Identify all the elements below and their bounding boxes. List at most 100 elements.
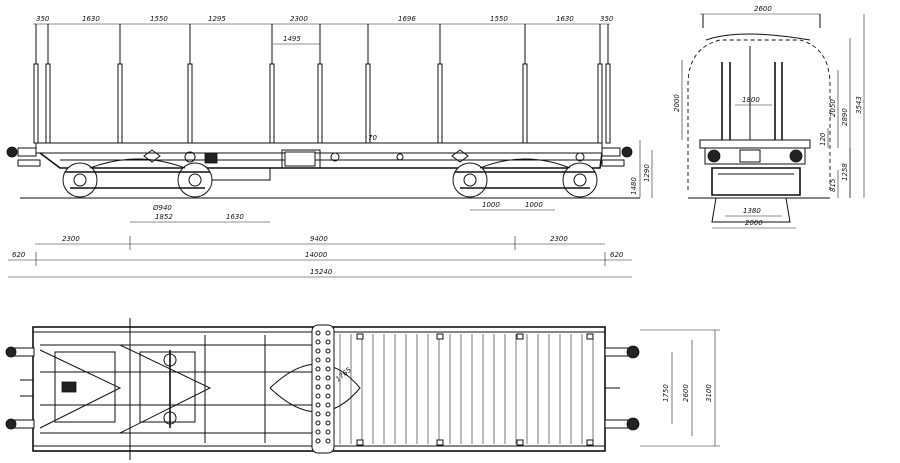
mid-bracket — [281, 149, 321, 169]
hole-end — [575, 152, 585, 162]
top-dim: 1550 — [150, 15, 168, 23]
bolt-hole — [315, 330, 321, 336]
dim-under-1: 1852 — [155, 213, 173, 221]
bolt-hole — [325, 357, 331, 363]
stake-socket — [516, 333, 524, 340]
wheel-dim: Ø940 — [152, 204, 172, 212]
load-top — [705, 33, 811, 41]
plan-dim-3: 3100 — [705, 384, 713, 402]
bolt-hole — [325, 393, 331, 399]
axle-hub — [73, 173, 87, 187]
stake-pocket — [317, 63, 323, 144]
solebar-top — [35, 142, 603, 154]
stake-socket — [586, 333, 594, 340]
plan-buffers-left — [5, 346, 35, 430]
end-coupler — [739, 149, 761, 163]
dim-under-2: 1630 — [226, 213, 244, 221]
end-buffer-left — [707, 149, 721, 163]
end-height-dim: 2890 — [841, 108, 849, 126]
bolt-hole — [325, 438, 331, 444]
bogie-spring — [479, 158, 571, 169]
end-height-dim: 2050 — [829, 99, 837, 117]
height-dim-1: 1480 — [630, 177, 638, 195]
stake-pocket — [45, 63, 51, 144]
stake-pocket — [117, 63, 123, 144]
bogie-centres: 9400 — [310, 235, 328, 243]
stake-pocket — [437, 63, 443, 144]
bolt-hole — [315, 357, 321, 363]
top-dim: 1630 — [82, 15, 100, 23]
stake-pocket — [522, 63, 528, 144]
wheel — [62, 162, 98, 198]
top-dim: 2300 — [290, 15, 308, 23]
bogie-frame — [65, 171, 210, 189]
stake-socket — [586, 439, 594, 446]
bolt-hole — [315, 402, 321, 408]
bolt-hole — [315, 366, 321, 372]
plan-underframe — [39, 335, 361, 443]
stakes — [33, 24, 611, 144]
bolt-hole — [315, 420, 321, 426]
stake-pocket — [605, 63, 611, 144]
solebar-body — [39, 152, 603, 169]
bolt-hole — [325, 330, 331, 336]
mid-mark: 70 — [368, 134, 377, 142]
bolt-hole — [325, 429, 331, 435]
bolt-hole — [315, 393, 321, 399]
bolt-hole — [315, 375, 321, 381]
hole-right — [396, 153, 404, 161]
stake-socket — [436, 439, 444, 446]
bolster-holes — [315, 330, 331, 444]
top-dim: 1696 — [398, 15, 416, 23]
bolt-hole — [325, 339, 331, 345]
top-dim: 1295 — [208, 15, 226, 23]
plan-view: 1765 1750 2600 3100 — [5, 318, 720, 460]
bolt-hole — [315, 339, 321, 345]
stake-socket — [356, 333, 364, 340]
stake-socket — [516, 439, 524, 446]
centre-bolster — [311, 324, 335, 454]
end-frame — [699, 139, 811, 149]
over-buffers: 15240 — [310, 268, 333, 276]
bolt-hole — [325, 348, 331, 354]
end-height-dim: 120 — [819, 132, 827, 146]
bolt-hole — [315, 429, 321, 435]
top-dim: 350 — [36, 15, 50, 23]
bogie-frame — [455, 171, 595, 189]
buffer-left — [6, 146, 41, 167]
bolt-hole — [325, 384, 331, 390]
end-top-ticks — [702, 14, 821, 28]
wheel — [452, 162, 488, 198]
end-buffer-right — [789, 149, 803, 163]
hole-mid — [330, 152, 340, 162]
inner-width: 1800 — [742, 96, 760, 104]
bolt-hole — [315, 411, 321, 417]
bolt-hole — [325, 366, 331, 372]
stake-pocket — [365, 63, 371, 144]
axle-hub — [188, 173, 202, 187]
buffer-right-dim: 620 — [610, 251, 624, 259]
bolt-hole — [325, 402, 331, 408]
end-bottom-1: 1380 — [743, 207, 761, 215]
buffer-left-dim: 620 — [12, 251, 26, 259]
bolt-hole — [325, 420, 331, 426]
stake-socket — [356, 439, 364, 446]
deck-planks — [339, 333, 594, 446]
bolt-hole — [315, 438, 321, 444]
bolt-hole — [325, 411, 331, 417]
buffer-right — [601, 146, 633, 167]
hole-left — [184, 151, 196, 163]
top-dim: 1630 — [556, 15, 574, 23]
end-height-dim: 3543 — [855, 96, 863, 114]
stake-pocket — [187, 63, 193, 144]
wheel — [177, 162, 213, 198]
stake-socket — [436, 333, 444, 340]
overhang-right: 2300 — [550, 235, 568, 243]
stake-pocket — [269, 63, 275, 144]
axle-hub — [573, 173, 587, 187]
bogie-spring — [89, 158, 186, 169]
end-lower-gauge — [711, 197, 791, 223]
